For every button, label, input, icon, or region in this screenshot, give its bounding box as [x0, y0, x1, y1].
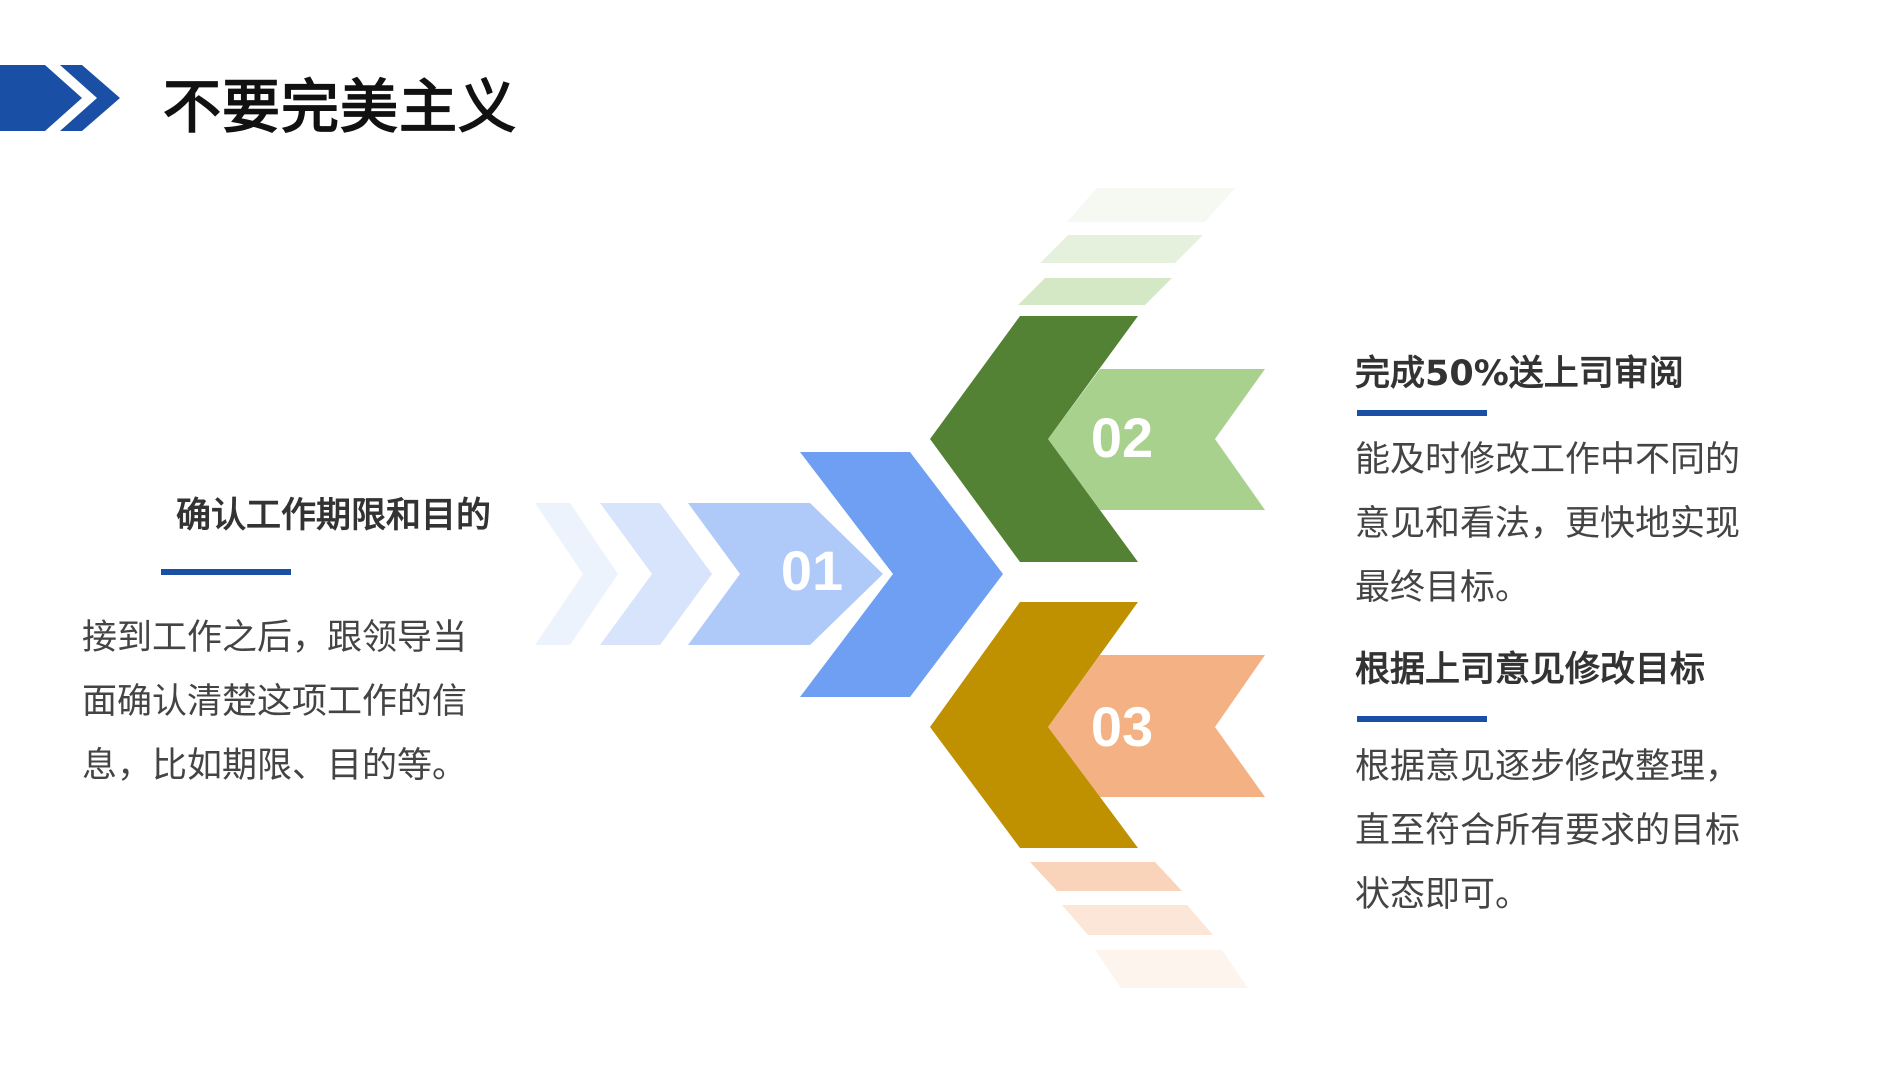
- step1-heading: 确认工作期限和目的: [175, 496, 491, 536]
- step2-line: 能及时修改工作中不同的: [1355, 440, 1741, 480]
- step1-trail-chevron: [535, 503, 618, 645]
- header-chevron-icon: [0, 65, 82, 131]
- step2-line: 意见和看法，更快地实现: [1355, 504, 1741, 544]
- step2-trail-bar: [1018, 278, 1172, 305]
- step2-heading: 完成50%送上司审阅: [1355, 354, 1684, 394]
- step3-trail-bar: [1095, 950, 1248, 988]
- header-chevron-icon: [60, 65, 120, 131]
- step1-main-chevron: [800, 452, 1003, 697]
- step2-line: 最终目标。: [1355, 568, 1531, 608]
- step1-trail-chevron: [600, 503, 712, 645]
- step2-dark-chevron: [930, 316, 1138, 562]
- step1-number: 01: [781, 539, 843, 602]
- step3-line: 直至符合所有要求的目标: [1355, 811, 1741, 851]
- step1-trail-chevron: [688, 503, 883, 645]
- step1-line: 面确认清楚这项工作的信: [82, 682, 468, 722]
- step2-light-arrow: [1048, 369, 1265, 510]
- step3-trail-bar: [1030, 862, 1182, 891]
- step1-line: 息，比如期限、目的等。: [82, 746, 468, 786]
- step3-number: 03: [1091, 695, 1153, 758]
- step2-description: 能及时修改工作中不同的 意见和看法，更快地实现 最终目标。: [1355, 428, 1785, 620]
- step3-description: 根据意见逐步修改整理， 直至符合所有要求的目标 状态即可。: [1355, 735, 1785, 927]
- slide-title: 不要完美主义: [163, 73, 518, 141]
- step3-trail-bar: [1062, 905, 1213, 935]
- step1-rule: [161, 569, 291, 575]
- step1-description: 接到工作之后，跟领导当 面确认清楚这项工作的信 息，比如期限、目的等。: [82, 606, 502, 798]
- step2-trail-bar: [1040, 235, 1203, 263]
- step3-line: 状态即可。: [1355, 875, 1531, 915]
- step2-number: 02: [1091, 406, 1153, 469]
- step3-light-arrow: [1048, 655, 1265, 797]
- step3-dark-chevron: [930, 602, 1138, 848]
- step1-line: 接到工作之后，跟领导当: [82, 618, 468, 658]
- step3-heading: 根据上司意见修改目标: [1355, 650, 1706, 690]
- step2-rule: [1357, 410, 1487, 416]
- step3-rule: [1357, 716, 1487, 722]
- step2-trail-bar: [1067, 188, 1235, 222]
- step3-line: 根据意见逐步修改整理，: [1355, 747, 1741, 787]
